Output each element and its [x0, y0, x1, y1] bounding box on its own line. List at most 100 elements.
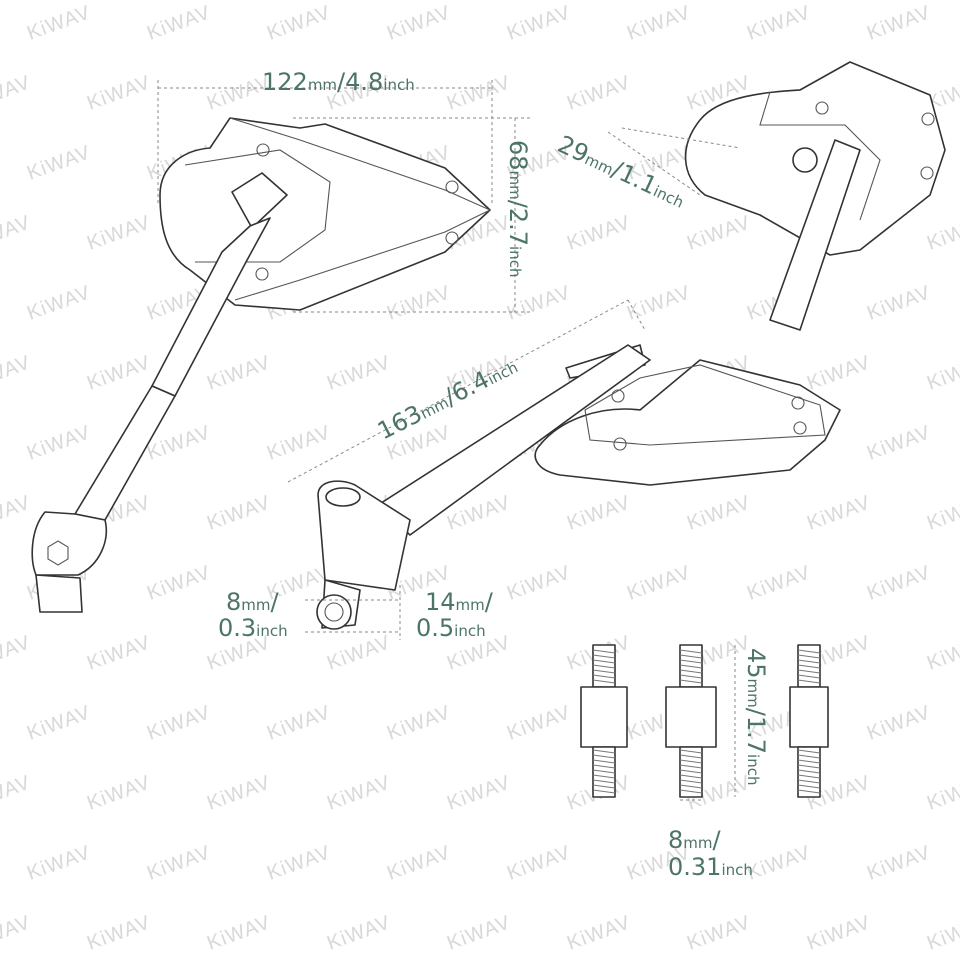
watermark-text: KiWAV	[444, 911, 514, 954]
watermark-text: KiWAV	[924, 631, 960, 674]
bolt-thread-line	[592, 749, 616, 754]
bolt-thread-line	[797, 764, 821, 769]
watermark-text: KiWAV	[504, 561, 574, 604]
watermark-text: KiWAV	[84, 911, 154, 954]
watermark-text: KiWAV	[144, 1, 214, 44]
bolt-thread-line	[592, 679, 616, 684]
watermark-text: KiWAV	[864, 421, 934, 464]
watermark-text: KiWAV	[144, 701, 214, 744]
bolt-thread-line	[592, 759, 616, 764]
mount-bolts	[580, 644, 829, 798]
bolt-thread-line	[797, 789, 821, 794]
bolt-thread-line	[797, 754, 821, 759]
watermark-text: KiWAV	[24, 421, 94, 464]
bolt-thread-line	[797, 659, 821, 664]
bolt-thread-line	[592, 784, 616, 789]
watermark-text: KiWAV	[264, 701, 334, 744]
watermark-text: KiWAV	[84, 71, 154, 114]
watermark-text: KiWAV	[684, 211, 754, 254]
watermark-text: KiWAV	[444, 71, 514, 114]
watermark-text: KiWAV	[384, 701, 454, 744]
watermark-text: KiWAV	[0, 771, 34, 814]
bolt-thread-line	[592, 779, 616, 784]
watermark-text: KiWAV	[744, 561, 814, 604]
watermark-text: KiWAV	[144, 841, 214, 884]
bolt-thread-line	[797, 674, 821, 679]
watermark-text: KiWAV	[564, 71, 634, 114]
mirror-front-view	[31, 117, 492, 613]
watermark-text: KiWAV	[0, 211, 34, 254]
bolt-thread-line	[679, 784, 703, 789]
watermark-text: KiWAV	[804, 911, 874, 954]
watermark-text: KiWAV	[684, 911, 754, 954]
watermark-text: KiWAV	[864, 841, 934, 884]
watermark-text: KiWAV	[624, 1, 694, 44]
bolt-thread-line	[679, 674, 703, 679]
bolt-thread-line	[797, 649, 821, 654]
watermark-text: KiWAV	[24, 701, 94, 744]
watermark-text: KiWAV	[84, 771, 154, 814]
bolt-thread-line	[797, 654, 821, 659]
watermark-text: KiWAV	[444, 771, 514, 814]
bolt-thread-line	[592, 769, 616, 774]
mount-hole-dimension-label-inch: 0.3inch	[218, 614, 288, 642]
watermark-text: KiWAV	[0, 351, 34, 394]
watermark-text: KiWAV	[504, 701, 574, 744]
bolt-thread-line	[592, 659, 616, 664]
bolt-thread-line	[797, 779, 821, 784]
watermark-text: KiWAV	[24, 281, 94, 324]
dimension-lines	[157, 80, 741, 801]
bolt-thread-line	[679, 749, 703, 754]
bolt-thread-line	[679, 679, 703, 684]
watermark-text: KiWAV	[864, 1, 934, 44]
bolt-thread-line	[679, 649, 703, 654]
mirror-side-view	[316, 344, 841, 630]
bolt-thread-line	[679, 759, 703, 764]
watermark-text: KiWAV	[324, 351, 394, 394]
watermark-text: KiWAV	[324, 631, 394, 674]
bolt-thread-line	[679, 769, 703, 774]
bolt-thread-line	[592, 664, 616, 669]
bolt-thread-line	[679, 779, 703, 784]
bolt-length-dimension-label: 45mm/1.7inch	[742, 648, 770, 785]
depth-dimension-label: 29mm/1.1inch	[553, 130, 689, 213]
bolt-thread-line	[797, 784, 821, 789]
watermark-text: KiWAV	[324, 771, 394, 814]
watermark-text: KiWAV	[684, 491, 754, 534]
bolt-thread-line	[592, 764, 616, 769]
watermark-text: KiWAV	[564, 211, 634, 254]
watermark-text: KiWAV	[264, 421, 334, 464]
bolt-thread-line	[592, 674, 616, 679]
watermark-text: KiWAV	[84, 211, 154, 254]
watermark-text: KiWAV	[384, 1, 454, 44]
watermark-text: KiWAV	[864, 281, 934, 324]
height-dimension-label: 68mm/2.7inch	[504, 140, 532, 277]
watermark-text: KiWAV	[804, 351, 874, 394]
bolt-thread-line	[679, 764, 703, 769]
bolt-thread-line	[679, 669, 703, 674]
bolt-thread-line	[797, 749, 821, 754]
bolt-thread-line	[592, 669, 616, 674]
watermark-text: KiWAV	[84, 351, 154, 394]
watermark-text: KiWAV	[924, 491, 960, 534]
bolt-thread-dimension-label-inch: 0.31inch	[668, 853, 753, 881]
watermark-text: KiWAV	[384, 281, 454, 324]
bolt-thread-line	[592, 654, 616, 659]
mount-width-dimension-label: 14mm/	[425, 588, 494, 616]
watermark-text: KiWAV	[324, 911, 394, 954]
watermark-text: KiWAV	[264, 841, 334, 884]
watermark-text: KiWAV	[144, 561, 214, 604]
bolt-thread-line	[797, 769, 821, 774]
watermark-text: KiWAV	[864, 561, 934, 604]
bolt-thread-line	[592, 649, 616, 654]
watermark-text: KiWAV	[204, 911, 274, 954]
bolt-thread-line	[592, 789, 616, 794]
bolt-thread-line	[592, 774, 616, 779]
bolt-thread-line	[797, 664, 821, 669]
watermark-text: KiWAV	[744, 841, 814, 884]
watermark-text: KiWAV	[924, 911, 960, 954]
watermark-text: KiWAV	[504, 1, 574, 44]
bolt-thread-line	[679, 654, 703, 659]
